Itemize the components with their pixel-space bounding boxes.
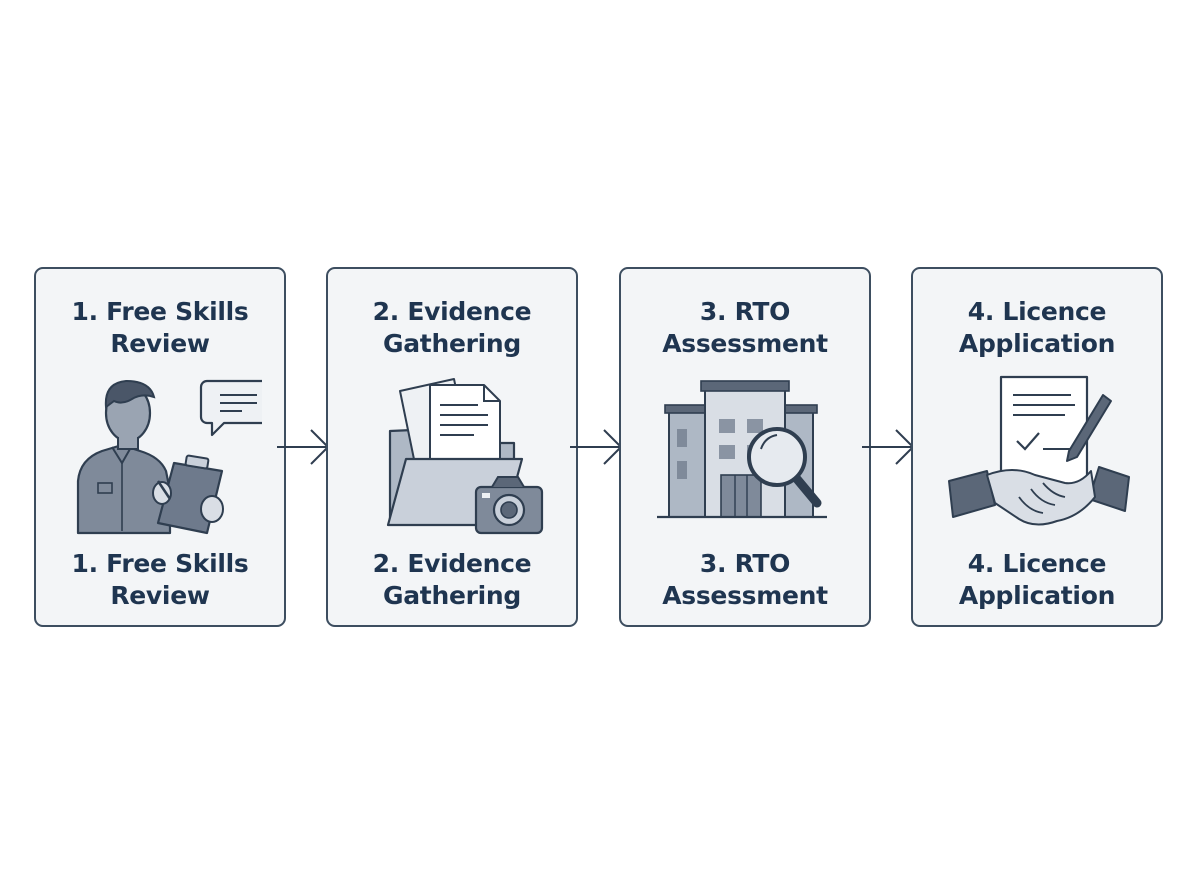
step-3-bottom-label: 3. RTO Assessment (662, 549, 828, 610)
building-magnifier-icon (657, 380, 827, 519)
step-card-3: 3. RTO Assessment 3. RTO Assessment (619, 267, 871, 627)
step-1-bottom-label: 1. Free Skills Review (71, 549, 249, 610)
step-2-top-label: 2. Evidence Gathering (372, 297, 532, 358)
arrow-right-icon (570, 429, 622, 465)
step-3-top-label: 3. RTO Assessment (662, 297, 828, 358)
step-card-4: 4. Licence Application 4. Licence Applic… (911, 267, 1163, 627)
step-card-1: 1. Free Skills Review 1. Free Skills Rev… (34, 267, 286, 627)
step-card-2: 2. Evidence Gathering 2. Evidence Gather… (326, 267, 578, 627)
arrow-right-icon (277, 429, 329, 465)
step-1-top-label: 1. Free Skills Review (71, 297, 249, 358)
arrow-right-icon (862, 429, 914, 465)
person-clipboard-icon (76, 379, 262, 535)
step-4-top-label: 4. Licence Application (958, 297, 1116, 358)
step-2-bottom-label: 2. Evidence Gathering (372, 549, 532, 610)
handshake-document-icon (948, 375, 1130, 526)
folder-camera-icon (386, 378, 544, 535)
step-4-bottom-label: 4. Licence Application (958, 549, 1116, 610)
